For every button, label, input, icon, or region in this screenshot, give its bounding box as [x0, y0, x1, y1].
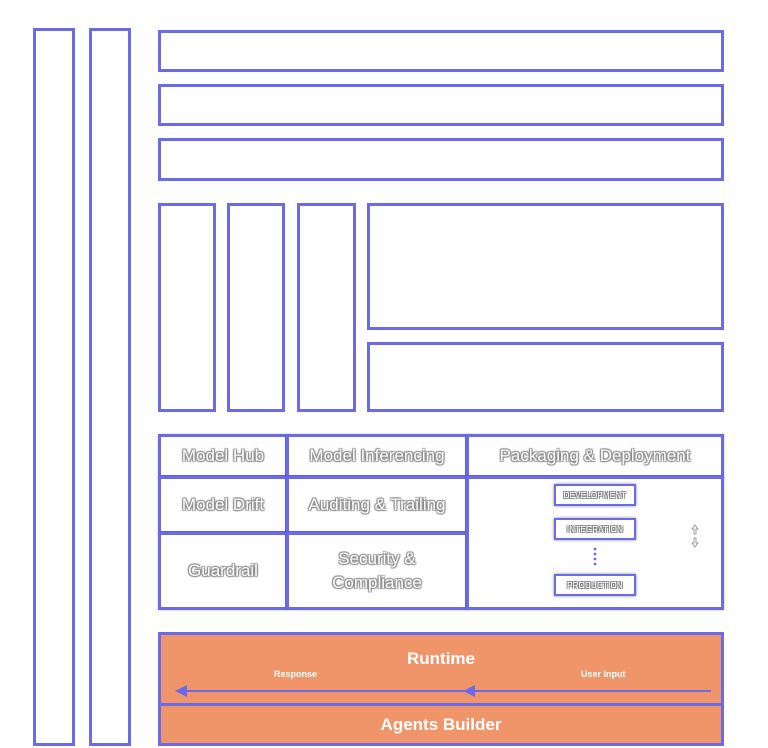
runtime-block: Runtime Response User Input — [158, 632, 724, 706]
guardrail-label: Guardrail — [188, 561, 258, 580]
top-bar-1 — [158, 30, 724, 72]
model-inferencing-cell: Model Inferencing — [286, 434, 468, 478]
security-label-line1: Security & — [338, 549, 416, 568]
agents-builder-title: Agents Builder — [380, 715, 502, 734]
model-drift-label: Model Drift — [181, 495, 265, 514]
integration-stage-label: INTEGRATION — [566, 524, 624, 534]
security-compliance-cell: Security & Compliance — [286, 532, 468, 610]
security-label-line2: Compliance — [332, 573, 422, 592]
middle-column-1 — [158, 203, 216, 412]
top-bar-3 — [158, 138, 724, 181]
middle-wide-block-bottom — [367, 342, 724, 412]
vertical-dots-icon — [593, 547, 597, 566]
model-drift-cell: Model Drift — [158, 476, 288, 534]
runtime-title: Runtime — [407, 649, 475, 668]
cycle-icon — [691, 524, 699, 548]
middle-wide-block-top — [367, 203, 724, 330]
top-bar-2 — [158, 84, 724, 126]
model-hub-cell: Model Hub — [158, 434, 288, 478]
production-stage: PRODUCTION — [554, 574, 636, 596]
left-arrow-icon — [175, 685, 711, 697]
middle-column-3 — [297, 203, 356, 412]
production-stage-label: PRODUCTION — [567, 580, 623, 590]
response-label: Response — [274, 669, 318, 679]
user-input-label: User Input — [581, 669, 626, 679]
model-hub-label: Model Hub — [181, 446, 265, 465]
auditing-trailing-cell: Auditing & Trailing — [286, 476, 468, 534]
auditing-trailing-label: Auditing & Trailing — [308, 495, 446, 514]
left-pillar-1 — [33, 28, 75, 746]
agents-builder-block: Agents Builder — [158, 703, 724, 746]
model-inferencing-label: Model Inferencing — [309, 446, 445, 465]
packaging-deployment-label: Packaging & Deployment — [499, 446, 691, 465]
guardrail-cell: Guardrail — [158, 532, 288, 610]
integration-stage: INTEGRATION — [554, 518, 636, 540]
middle-column-2 — [227, 203, 285, 412]
development-stage-label: DEVELOPMENT — [563, 490, 627, 500]
development-stage: DEVELOPMENT — [554, 484, 636, 506]
left-pillar-2 — [89, 28, 131, 746]
packaging-deployment-cell: Packaging & Deployment — [466, 434, 724, 478]
